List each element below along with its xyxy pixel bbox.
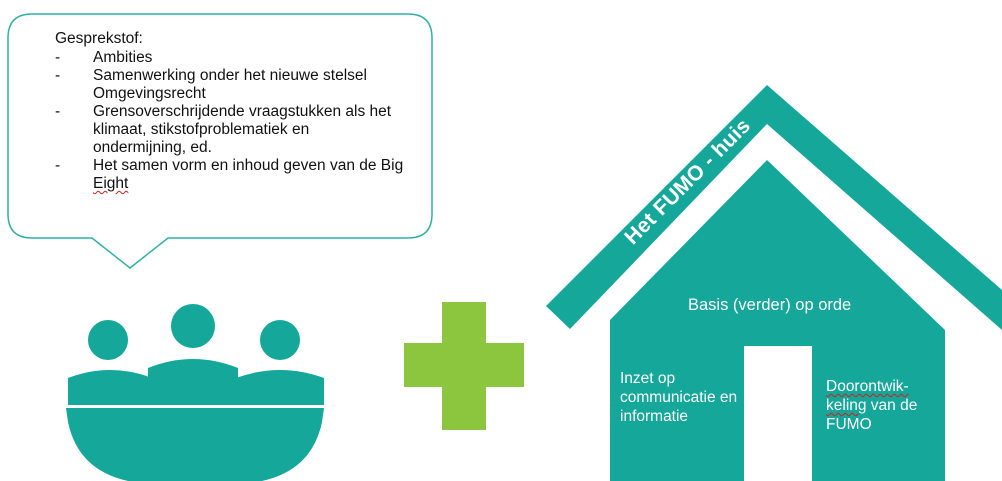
list-item-text: Grensoverschrijdende vraagstukken als he… [93,103,392,156]
house-top-text: Basis (verder) op orde [688,296,852,314]
house-door [744,346,812,481]
bubble-title: Gesprekstof: [55,30,143,47]
list-dash: - [55,157,61,174]
list-dash: - [55,67,61,84]
list-dash: - [55,49,61,66]
meeting-people-icon [66,304,324,481]
house-left-text: Inzet op communicatie en informatie [620,370,738,425]
list-item: - Samenwerking onder het nieuwe stelsel … [55,67,405,103]
list-item: - Het samen vorm en inhoud geven van de … [55,157,405,193]
bubble-list: - Ambities - Samenwerking onder het nieu… [55,49,405,193]
list-dash: - [55,103,61,120]
plus-icon [404,302,524,430]
house-body [610,160,945,481]
spellcheck-word: keling [826,397,867,414]
speech-bubble [7,13,433,269]
list-item-text: Het samen vorm en inhoud geven van de Bi… [93,157,404,174]
house-right-text-rest: van de FUMO [826,397,918,433]
list-item: - Grensoverschrijdende vraagstukken als … [55,103,405,157]
spellcheck-word: Doorontwik- [826,378,909,395]
house-icon [546,85,1002,481]
bubble-content: Gesprekstof: - Ambities - Samenwerking o… [55,30,405,193]
spellcheck-word: Eight [93,175,129,192]
house-roof [546,85,1002,330]
list-item: - Ambities [55,49,405,67]
list-item-text: Ambities [93,49,153,66]
house-right-text: Doorontwik-keling van de FUMO [826,377,944,434]
list-item-text: Samenwerking onder het nieuwe stelsel Om… [93,67,367,102]
